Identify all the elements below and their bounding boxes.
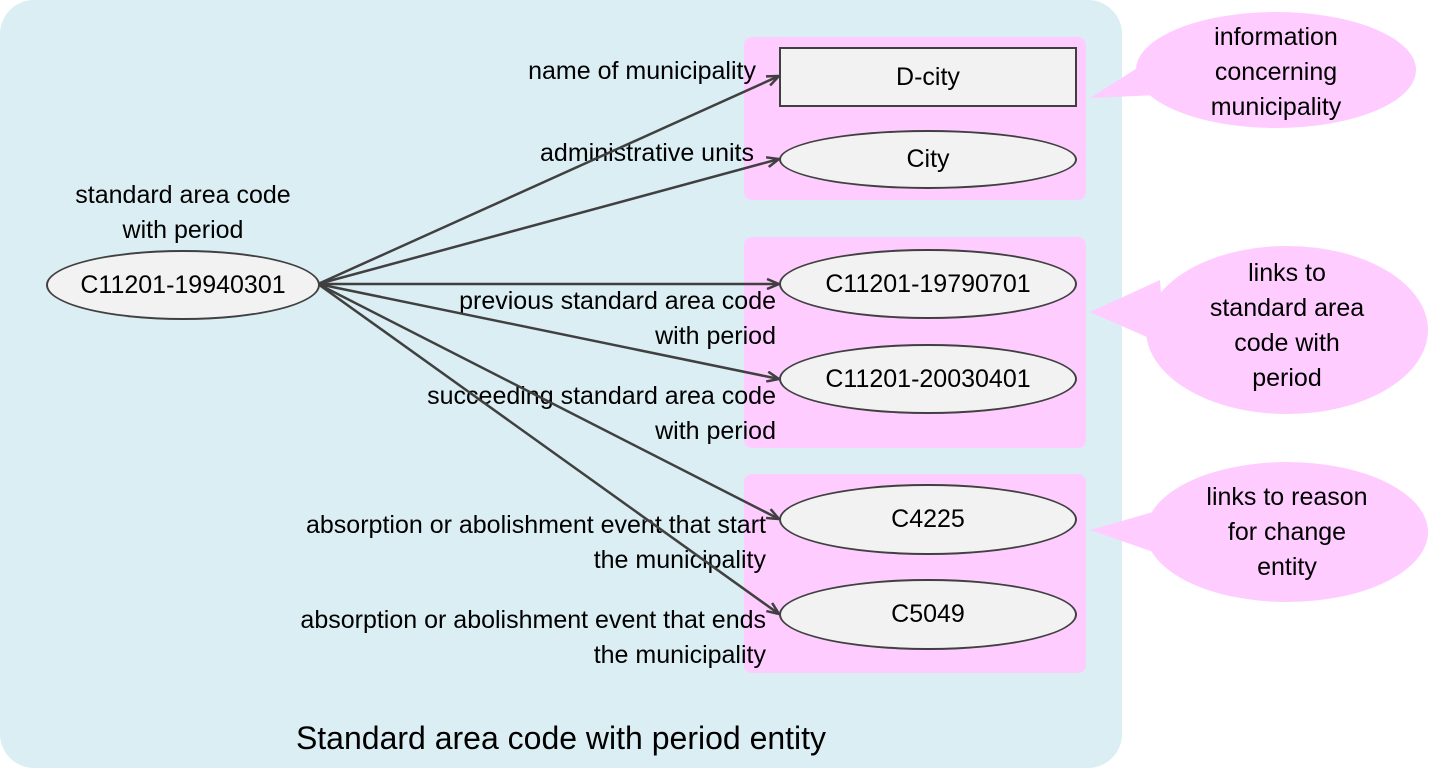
edge-administrative-units bbox=[317, 159, 779, 286]
edge-label-administrative-units: administrative units bbox=[540, 139, 754, 167]
edge-label-start-event: absorption or abolishment event that sta… bbox=[306, 511, 766, 574]
edge-succeeding-code bbox=[317, 282, 779, 379]
administrative-unit-node[interactable]: City bbox=[779, 130, 1077, 189]
start-event-node[interactable]: C4225 bbox=[779, 484, 1077, 555]
edge-label-previous-code: previous standard area code with period bbox=[459, 287, 776, 350]
callout-reason-links-text: links to reason for change entity bbox=[1206, 483, 1368, 581]
callout-reason-links bbox=[1090, 462, 1428, 602]
callout-municipality-info-text: information concerning municipality bbox=[1210, 23, 1342, 121]
edge-end-event bbox=[317, 282, 779, 614]
edge-label-end-event: absorption or abolishment event that end… bbox=[300, 606, 766, 669]
source-code-node[interactable]: C11201-19940301 bbox=[46, 250, 320, 320]
succeeding-code-node[interactable]: C11201-20030401 bbox=[779, 344, 1077, 414]
callout-code-links-text: links to standard area code with period bbox=[1209, 259, 1365, 392]
edge-label-name-of-municipality: name of municipality bbox=[528, 57, 756, 85]
edge-name-of-municipality bbox=[317, 76, 779, 286]
municipality-name-node[interactable]: D-city bbox=[779, 47, 1077, 107]
previous-code-node[interactable]: C11201-19790701 bbox=[779, 249, 1077, 319]
callout-code-links bbox=[1090, 246, 1428, 414]
edge-label-succeeding-code: succeeding standard area code with perio… bbox=[427, 382, 776, 445]
edge-start-event bbox=[317, 282, 779, 519]
diagram-caption: Standard area code with period entity bbox=[295, 720, 827, 756]
source-heading: standard area code with period bbox=[75, 181, 291, 244]
callout-municipality-info bbox=[1090, 12, 1416, 128]
end-event-node[interactable]: C5049 bbox=[779, 579, 1077, 650]
